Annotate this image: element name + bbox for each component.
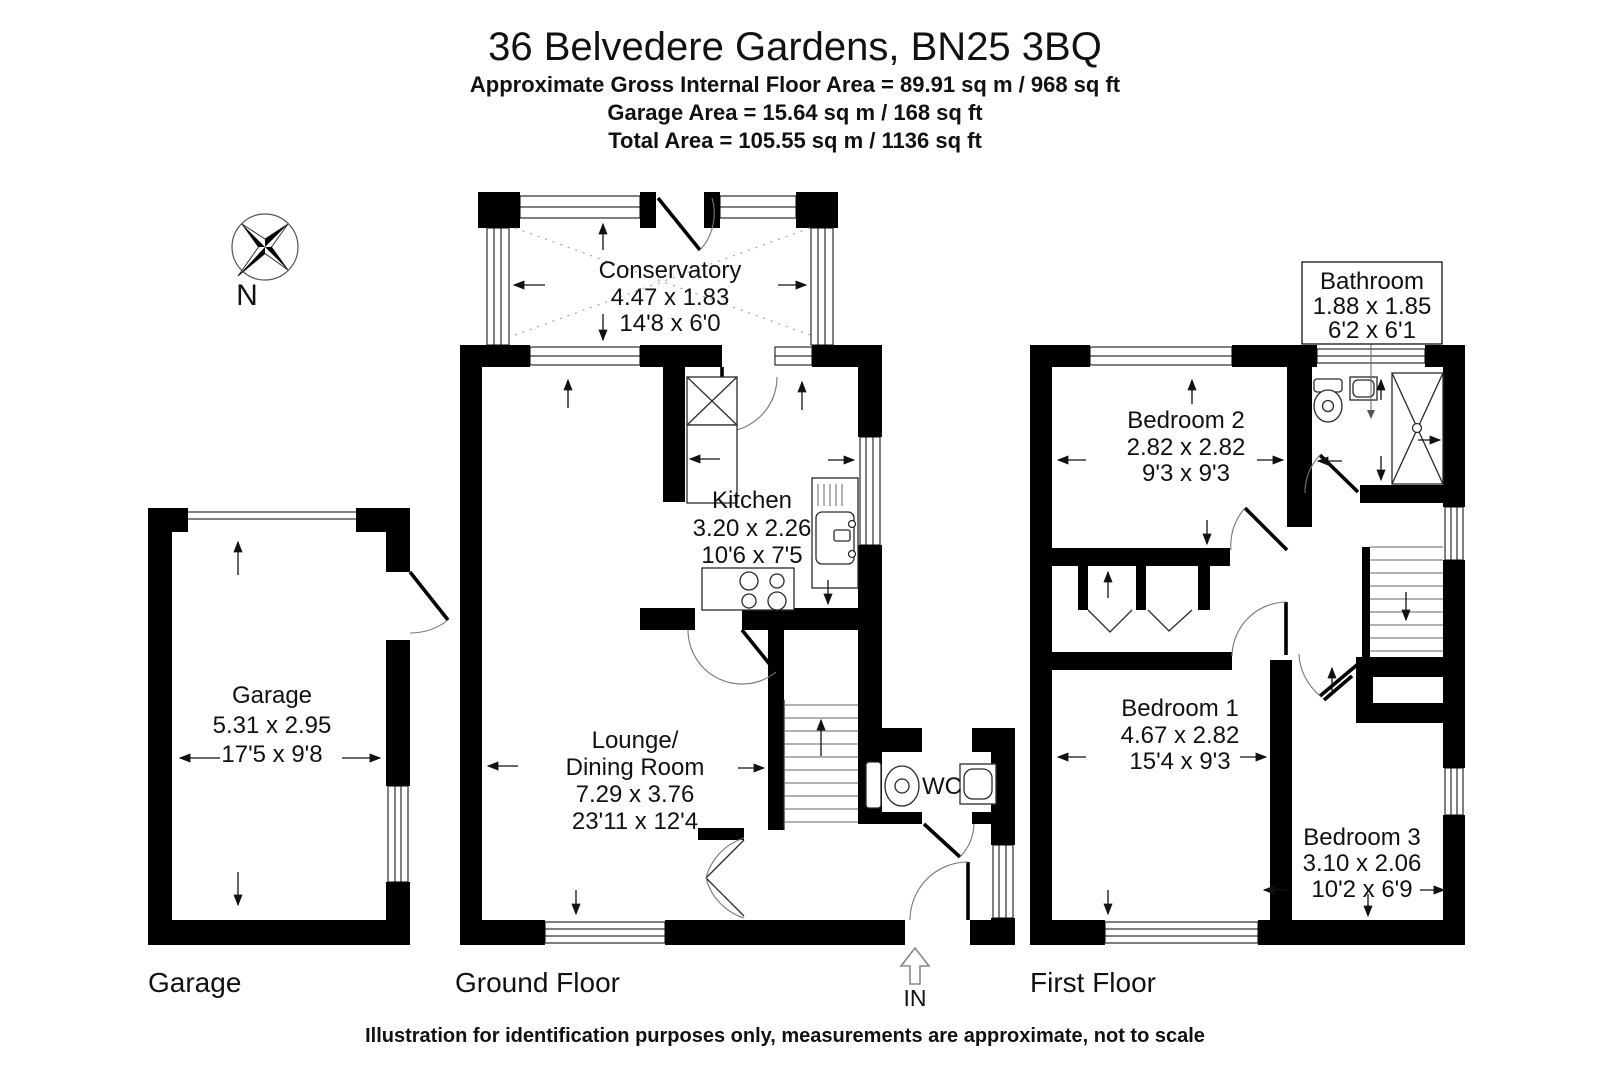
disclaimer-text: Illustration for identification purposes… — [365, 1025, 1205, 1047]
ground-floor-walls — [460, 345, 1015, 945]
stairs-icon-first — [1370, 546, 1443, 652]
page-title: 36 Belvedere Gardens, BN25 3BQ — [488, 25, 1102, 69]
bedroom3-door — [1298, 653, 1360, 702]
bathroom-dims-imperial: 6'2 x 6'1 — [1328, 317, 1416, 344]
bedroom2-dims-metric: 2.82 x 2.82 — [1127, 434, 1246, 461]
ground-floor-plan: Conservatory 4.47 x 1.83 14'8 x 6'0 — [460, 192, 1015, 1011]
entrance-label: IN — [904, 985, 927, 1011]
sink-icon — [959, 763, 997, 805]
bedroom1-label: Bedroom 1 4.67 x 2.82 15'4 x 9'3 — [1121, 695, 1240, 775]
bathroom-dims-metric: 1.88 x 1.85 — [1313, 293, 1432, 320]
wardrobe-icon — [1087, 609, 1193, 633]
wc-door — [922, 822, 975, 859]
wc-room: WC — [865, 761, 997, 809]
compass-rose-icon: N — [231, 213, 299, 312]
kitchen-sink-icon — [811, 477, 859, 589]
garage-dimension-arrows — [178, 540, 382, 907]
garage-door-opening — [188, 511, 356, 520]
ground-floor-windows — [529, 346, 1014, 944]
area-line-1: Approximate Gross Internal Floor Area = … — [470, 72, 1121, 97]
conservatory-dims-metric: 4.47 x 1.83 — [611, 284, 730, 311]
bedroom2-dims-imperial: 9'3 x 9'3 — [1142, 460, 1230, 487]
toilet-icon-first — [1313, 378, 1343, 423]
kitchen-hall-door — [687, 628, 778, 685]
garage-walls — [148, 508, 410, 945]
garage-side-door — [408, 570, 450, 634]
bedroom3-name: Bedroom 3 — [1303, 824, 1420, 851]
lounge-name-2: Dining Room — [566, 754, 705, 781]
hob-icon — [701, 567, 795, 611]
ground-floor-label: Ground Floor — [455, 967, 620, 998]
bedroom2-name: Bedroom 2 — [1127, 407, 1244, 434]
bedroom1-dims-metric: 4.67 x 2.82 — [1121, 722, 1240, 749]
first-floor-plan: Bathroom 1.88 x 1.85 6'2 x 6'1 Bedroom — [1030, 261, 1465, 945]
garage-dims-metric: 5.31 x 2.95 — [213, 712, 332, 739]
first-floor-label: First Floor — [1030, 967, 1156, 998]
first-floor-walls — [1030, 345, 1465, 945]
north-label: N — [236, 279, 258, 312]
area-line-3: Total Area = 105.55 sq m / 1136 sq ft — [608, 128, 982, 153]
garage-plan: Garage 5.31 x 2.95 17'5 x 9'8 — [148, 508, 450, 945]
bathroom-callout: Bathroom 1.88 x 1.85 6'2 x 6'1 — [1301, 261, 1443, 419]
ground-dimension-arrows — [486, 378, 856, 916]
wc-name: WC — [922, 773, 962, 800]
lounge-label: Lounge/ Dining Room 7.29 x 3.76 23'11 x … — [566, 727, 705, 835]
bedroom2-label: Bedroom 2 2.82 x 2.82 9'3 x 9'3 — [1127, 407, 1246, 487]
bedroom3-dims-metric: 3.10 x 2.06 — [1303, 850, 1422, 877]
conservatory-name: Conservatory — [599, 257, 742, 284]
front-entrance-door — [909, 861, 970, 921]
bedroom3-dims-imperial: 10'2 x 6'9 — [1311, 876, 1412, 903]
kitchen-label: Kitchen 3.20 x 2.26 10'6 x 7'5 — [693, 487, 812, 569]
stairs-icon — [783, 700, 858, 830]
conservatory: Conservatory 4.47 x 1.83 14'8 x 6'0 — [478, 192, 838, 346]
lounge-dims-imperial: 23'11 x 12'4 — [572, 808, 698, 835]
bedroom1-dims-imperial: 15'4 x 9'3 — [1129, 748, 1230, 775]
garage-window — [387, 785, 409, 883]
garage-room-label: Garage 5.31 x 2.95 17'5 x 9'8 — [213, 682, 332, 768]
bathtub-icon — [1391, 372, 1444, 485]
bedroom1-name: Bedroom 1 — [1121, 695, 1238, 722]
kitchen-dims-imperial: 10'6 x 7'5 — [701, 542, 802, 569]
bedroom3-label: Bedroom 3 3.10 x 2.06 10'2 x 6'9 — [1303, 824, 1422, 903]
kitchen-name: Kitchen — [712, 487, 792, 514]
conservatory-dims-imperial: 14'8 x 6'0 — [619, 310, 720, 337]
sink-icon-first — [1349, 376, 1378, 401]
lounge-name-1: Lounge/ — [592, 727, 679, 754]
conservatory-dimension-arrows — [512, 222, 808, 342]
conservatory-door — [656, 196, 715, 252]
garage-dims-imperial: 17'5 x 9'8 — [221, 741, 322, 768]
bedroom2-door — [1230, 506, 1289, 552]
first-floor-windows — [1089, 346, 1464, 944]
bedroom1-door — [1231, 601, 1288, 657]
lounge-hall-double-door — [705, 837, 745, 919]
lounge-dims-metric: 7.29 x 3.76 — [576, 781, 695, 808]
kitchen-units — [686, 376, 738, 504]
bathroom-name: Bathroom — [1320, 268, 1424, 295]
first-dimension-arrows — [1056, 378, 1446, 918]
header: 36 Belvedere Gardens, BN25 3BQ Approxima… — [470, 25, 1121, 153]
toilet-icon — [865, 761, 920, 809]
kitchen-dims-metric: 3.20 x 2.26 — [693, 515, 812, 542]
garage-floor-label: Garage — [148, 967, 241, 998]
area-line-2: Garage Area = 15.64 sq m / 168 sq ft — [607, 100, 983, 125]
garage-name: Garage — [232, 682, 312, 709]
entry-arrow-icon: IN — [899, 946, 931, 1011]
